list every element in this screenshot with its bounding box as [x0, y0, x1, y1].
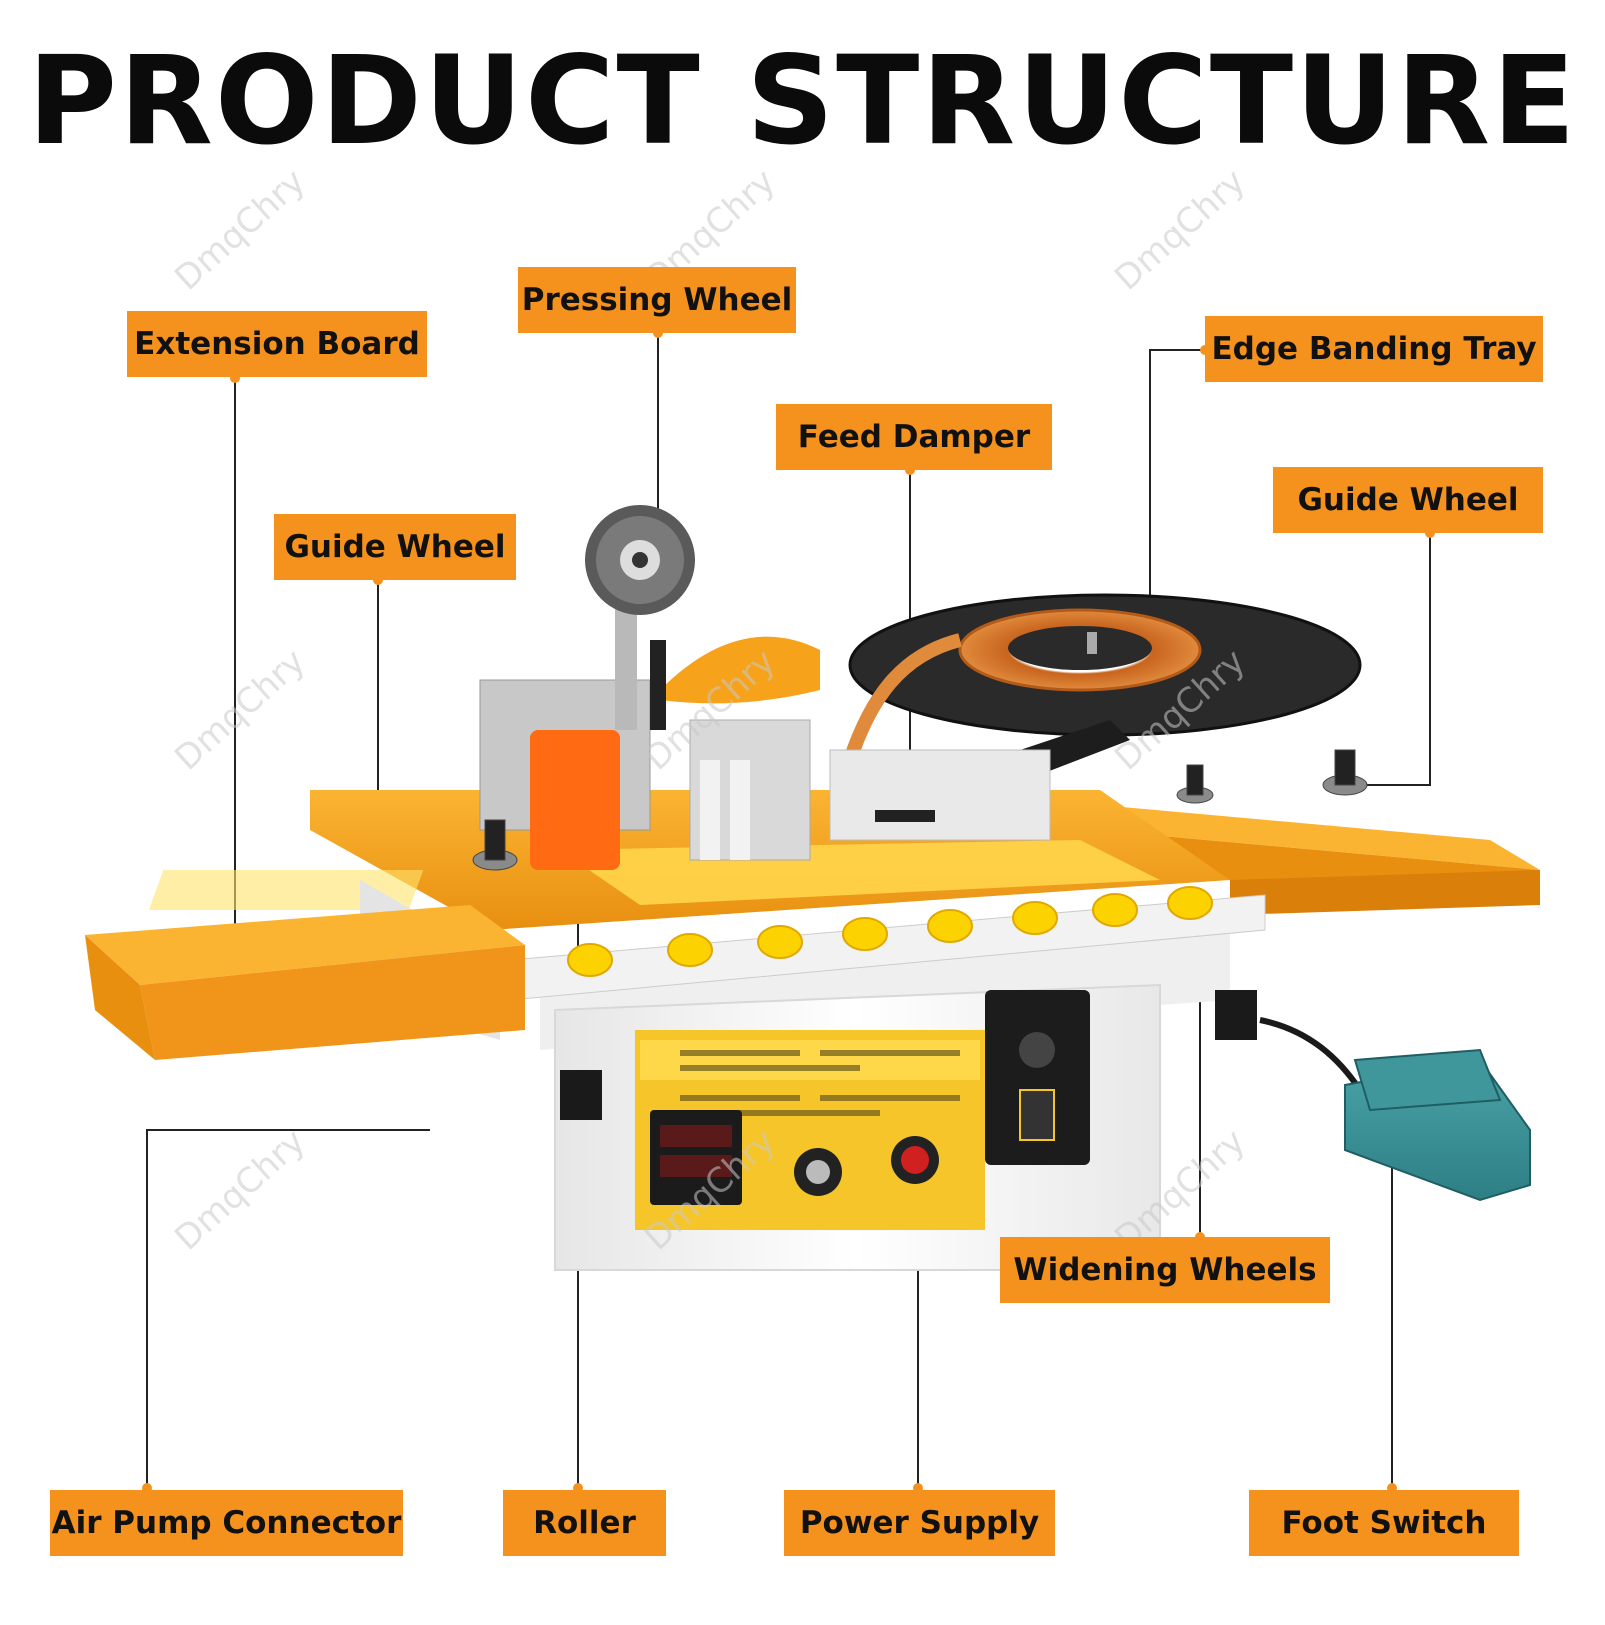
leader-edge-banding-tray: [1149, 349, 1205, 640]
label-pressing-wheel: Pressing Wheel: [518, 267, 796, 333]
label-feed-damper: Feed Damper: [776, 404, 1052, 470]
label-guide-wheel-right: Guide Wheel: [1273, 467, 1543, 533]
label-foot-switch: Foot Switch: [1249, 1490, 1519, 1556]
label-guide-wheel-left: Guide Wheel: [274, 514, 516, 580]
right-extension-board: [1100, 805, 1540, 915]
label-roller: Roller: [503, 1490, 666, 1556]
label-widening-wheels: Widening Wheels: [1000, 1237, 1330, 1303]
page-title: PRODUCT STRUCTURE: [27, 30, 1578, 172]
widening-wheel-row: [509, 886, 1266, 1120]
main-table: [148, 790, 1230, 930]
base-cabinet: [360, 880, 1230, 1271]
leader-guide-wheel-right: [1345, 533, 1431, 786]
label-air-pump-connector: Air Pump Connector: [50, 1490, 403, 1556]
edge-banding-tray-part: [843, 593, 1362, 790]
guide-wheel-bolts: [472, 749, 1368, 871]
label-power-supply: Power Supply: [784, 1490, 1055, 1556]
foot-switch-part: [1259, 1017, 1531, 1202]
label-extension-board: Extension Board: [127, 311, 427, 377]
left-extension-board: [85, 905, 525, 1060]
label-edge-banding-tray: Edge Banding Tray: [1205, 316, 1543, 382]
orange-glue-roller: [530, 730, 620, 870]
speed-controller: [985, 990, 1090, 1165]
leader-air-pump: [146, 1129, 430, 1488]
pressing-wheel-part: [585, 505, 695, 615]
